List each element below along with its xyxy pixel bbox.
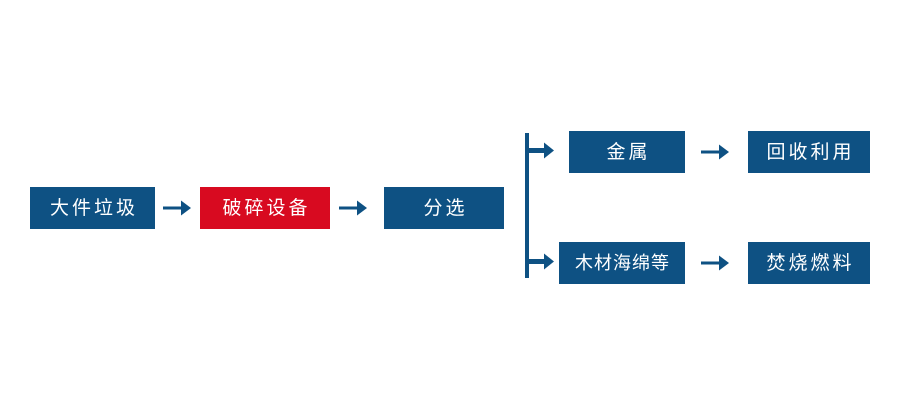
node-wood-sponge[interactable]: 木材海绵等	[559, 242, 685, 284]
branch-split-connector	[520, 128, 576, 283]
node-incineration-fuel[interactable]: 焚烧燃料	[748, 242, 870, 284]
node-sorting[interactable]: 分选	[384, 187, 504, 229]
arrow-right-icon	[162, 195, 192, 221]
node-crusher-equipment[interactable]: 破碎设备	[200, 187, 330, 229]
node-recycle-reuse[interactable]: 回收利用	[748, 131, 870, 173]
arrow-right-icon	[338, 195, 368, 221]
node-metal[interactable]: 金属	[569, 131, 685, 173]
node-bulky-waste[interactable]: 大件垃圾	[30, 187, 155, 229]
arrow-right-icon	[700, 139, 730, 165]
arrow-right-icon	[700, 250, 730, 276]
